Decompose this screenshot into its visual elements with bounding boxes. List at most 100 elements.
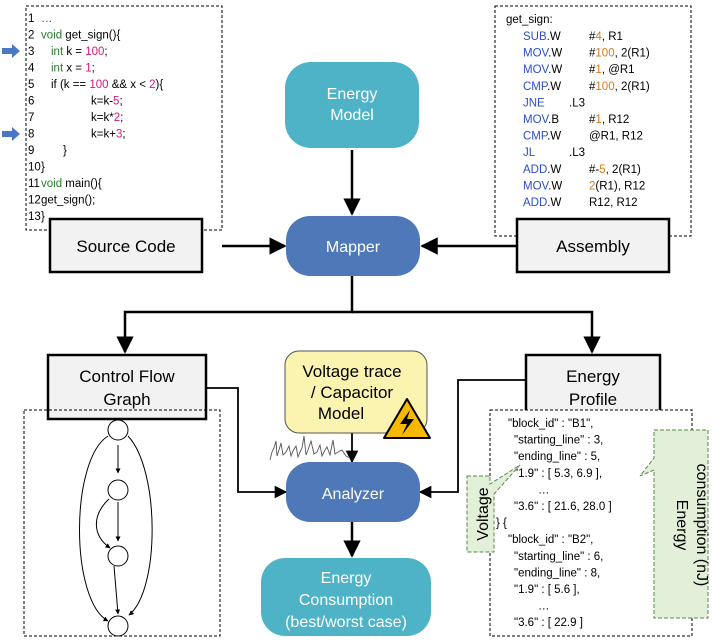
- assembly-opcode: ADD.W: [523, 164, 561, 176]
- mapper-node: [286, 216, 420, 276]
- energy-profile-json-lines: "block_id" : "B1", "starting_line" : 3, "e…: [496, 418, 612, 629]
- code-token: 1: [595, 114, 601, 126]
- energy-profile-json-line: "ending_line" : 5,: [514, 451, 600, 463]
- code-token: 100: [595, 48, 614, 60]
- code-token: k=k+: [91, 129, 116, 141]
- analyzer-label: Analyzer: [322, 486, 385, 503]
- cfg-node: [107, 545, 129, 567]
- source-code-line: }: [63, 145, 67, 157]
- cfg-label-2: Graph: [103, 390, 150, 409]
- source-code-line: get_sign();: [41, 195, 95, 207]
- line-number: 13: [28, 211, 41, 223]
- line-marker-arrow-icon: [2, 127, 20, 141]
- code-token: MOV: [523, 64, 550, 76]
- assembly-opcode: SUB.W: [523, 31, 561, 43]
- assembly-operands: .L3: [569, 147, 585, 159]
- code-token: 3: [116, 129, 122, 141]
- code-token: ;: [92, 63, 95, 75]
- energy-profile-json-line: "block_id" : "B1",: [508, 418, 593, 430]
- assembly-operands: #1, @R1: [589, 64, 635, 76]
- code-token: .W: [547, 197, 561, 209]
- code-token: int: [51, 63, 64, 75]
- cfg-node: [107, 419, 129, 441]
- code-token: 100: [89, 79, 108, 91]
- code-token: k=k*: [91, 112, 114, 124]
- code-token: , R12: [602, 114, 630, 126]
- code-token: ;: [122, 129, 125, 141]
- energy-callout-text-2: consumption (nJ): [693, 464, 710, 587]
- code-token: #: [589, 81, 596, 93]
- voltage-label-1: Voltage trace: [302, 362, 401, 381]
- energy-model-label-2: Model: [330, 107, 374, 124]
- code-token: , 2: [606, 164, 619, 176]
- code-token: && x <: [109, 79, 150, 91]
- consumption-label-1: Energy: [321, 570, 372, 587]
- code-token: SUB: [523, 31, 547, 43]
- assembly-opcode: CMP.W: [523, 131, 561, 143]
- code-token: .W: [548, 180, 562, 192]
- line-number: 8: [28, 129, 34, 141]
- code-token: .W: [547, 131, 561, 143]
- code-token: #: [589, 48, 596, 60]
- assembly-operands: .L3: [569, 97, 585, 109]
- energy-profile-json-line: …: [538, 601, 550, 613]
- assembly-opcode: ADD.W: [523, 197, 561, 209]
- code-token: x =: [63, 63, 85, 75]
- voltage-label-2: / Capacitor: [311, 383, 394, 402]
- assembly-box: [515, 217, 671, 274]
- assembly-opcode: MOV.B: [523, 114, 559, 126]
- assembly-operands: @R1, R12: [589, 131, 643, 143]
- edge-mapper-to-profile: [352, 310, 601, 354]
- voltage-callout-text: Voltage: [475, 487, 492, 540]
- assembly-operands: #1, R12: [589, 114, 629, 126]
- assembly-operands: #-5, 2(R1): [589, 164, 641, 176]
- code-token: 5: [599, 164, 605, 176]
- energy-profile-json-line: "1.9" : [ 5.6 ],: [514, 584, 580, 596]
- code-token: 100: [85, 46, 104, 58]
- source-code-line: void main(){: [41, 178, 102, 190]
- code-token: , @R1: [602, 64, 635, 76]
- energy-profile-json-line: } {: [496, 518, 507, 530]
- assembly-operands: R12, R12: [589, 197, 638, 209]
- source-code-panel: [25, 5, 223, 231]
- code-token: JL: [523, 147, 536, 159]
- code-token: #: [589, 31, 596, 43]
- consumption-label-2: Consumption: [299, 592, 393, 609]
- energy-model-node: [285, 62, 419, 148]
- code-token: get_sign();: [41, 195, 95, 207]
- line-number: 2: [28, 30, 34, 42]
- code-token: .L3: [569, 97, 585, 109]
- line-number: 12: [28, 195, 41, 207]
- assembly-opcode: JNE: [523, 97, 545, 109]
- code-token: (R1), R12: [595, 180, 645, 192]
- energy-profile-json-line: "block_id" : "B2",: [508, 534, 593, 546]
- code-token: MOV: [523, 114, 550, 126]
- assembly-opcode: MOV.W: [523, 180, 562, 192]
- source-code-line: k=k+3;: [91, 129, 126, 141]
- voltage-trace-waveform: [269, 435, 351, 461]
- assembly-opcode: JL: [523, 147, 536, 159]
- code-token: #-: [589, 164, 599, 176]
- assembly-operands: #100, 2(R1): [589, 48, 650, 60]
- energy-profile-json-line: "starting_line" : 3,: [514, 435, 603, 447]
- code-token: JNE: [523, 97, 545, 109]
- line-number: 1: [28, 13, 34, 25]
- energy-consumption-callout: Energy consumption (nJ): [639, 429, 710, 619]
- line-number: 4: [28, 63, 35, 75]
- code-token: ;: [104, 46, 107, 58]
- energy-profile-json-line: "ending_line" : 8,: [514, 567, 600, 579]
- line-number: 6: [28, 96, 34, 108]
- energy-model-label-1: Energy: [327, 86, 378, 103]
- code-token: ){: [156, 79, 164, 91]
- source-code-line: }: [41, 162, 45, 174]
- source-code-line: int x = 1;: [51, 63, 95, 75]
- source-code-box: [48, 217, 204, 274]
- assembly-label: Assembly: [556, 237, 630, 256]
- code-token: 1: [85, 63, 91, 75]
- code-token: @R1, R12: [589, 131, 643, 143]
- code-token: void: [41, 30, 62, 42]
- edge-mapper-to-cfg: [116, 276, 354, 354]
- code-token: (R1): [618, 164, 641, 176]
